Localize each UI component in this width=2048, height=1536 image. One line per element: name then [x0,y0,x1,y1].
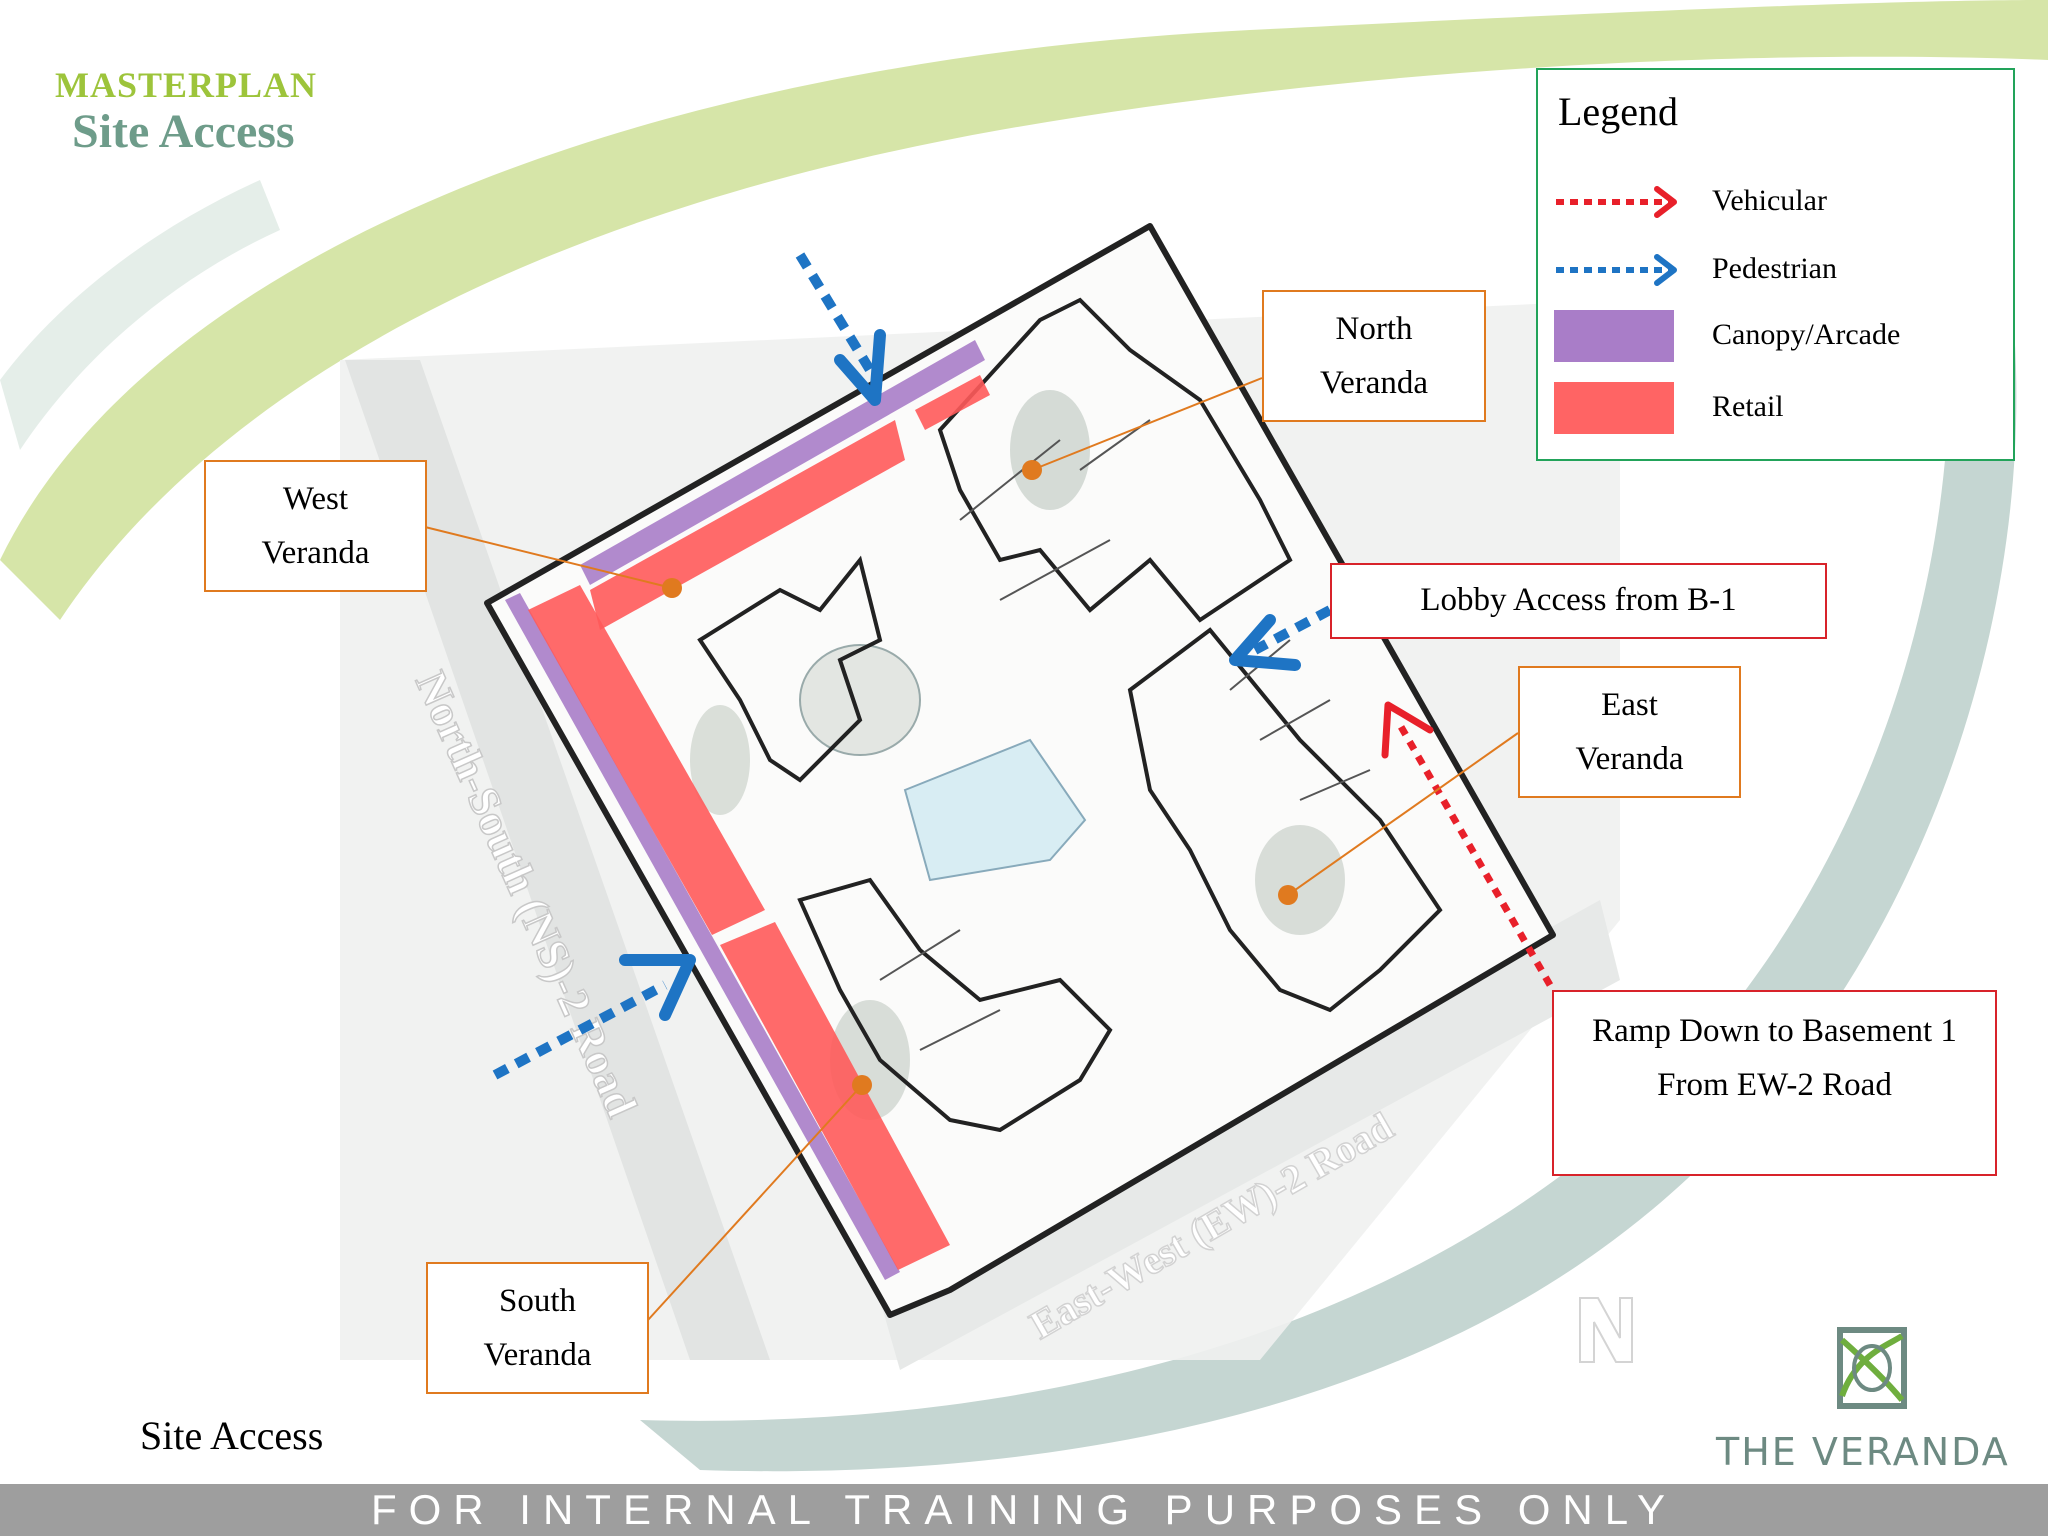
masterplan-label: MASTERPLAN [55,65,318,105]
vehicular-arrow-ramp [1381,701,1554,987]
legend-item-pedestrian: Pedestrian [1538,242,2013,298]
garden-2 [1255,825,1345,935]
callout-south-veranda: South Veranda [426,1262,649,1394]
retail-south [720,922,950,1270]
retail-west [528,585,765,935]
callout-north-line1: North [1335,311,1413,347]
green-swoosh [0,0,2048,620]
legend-title: Legend [1558,89,1678,134]
south-building [797,877,1113,1133]
ew-road-band [880,900,1620,1370]
leader-south [647,1075,872,1321]
page-title: Site Access [72,105,295,158]
legend-item-vehicular: Vehicular [1538,174,2013,230]
ns-road-band [345,360,770,1360]
legend-label-pedestrian: Pedestrian [1712,252,1837,285]
west-building [697,555,883,783]
north-arrow-mark [1579,1297,1633,1363]
footer-banner: FOR INTERNAL TRAINING PURPOSES ONLY [0,1484,2048,1536]
callout-west-line1: West [282,481,349,517]
brand-name: THE VERANDA [1716,1430,2010,1474]
retail-swatch [1554,382,1674,434]
leader-east [1278,732,1519,905]
bottom-caption: Site Access [140,1413,324,1458]
retail-north-small [915,375,990,430]
callout-east-line2: Veranda [1575,741,1684,777]
callout-ramp-line1: Ramp Down to Basement 1 [1592,1013,1957,1049]
callout-north-veranda: North Veranda [1262,290,1486,422]
legend-label-vehicular: Vehicular [1712,184,1827,217]
garden-4 [690,705,750,815]
callout-west-veranda: West Veranda [204,460,427,592]
legend-item-canopy: Canopy/Arcade [1538,308,2013,364]
courtyard-plaza [799,644,921,756]
canopy-north [580,340,985,585]
retail-north [590,420,905,630]
light-teal-band [0,180,280,450]
pedestrian-arrow-west [492,954,696,1080]
pedestrian-arrow-lobby [1229,605,1333,671]
legend-item-retail: Retail [1538,380,2013,436]
callout-east-line1: East [1601,687,1658,723]
canopy-west [505,593,900,1280]
callout-south-line1: South [498,1283,577,1319]
callout-ramp-down: Ramp Down to Basement 1 From EW-2 Road [1552,990,1997,1176]
east-building [1127,627,1443,1013]
callout-west-line2: Veranda [261,535,370,571]
leader-north [1022,377,1263,480]
garden-1 [1010,390,1090,510]
callout-lobby-text: Lobby Access from B-1 [1420,582,1737,618]
callout-east-veranda: East Veranda [1518,666,1741,798]
pedestrian-arrow-icon [1556,254,1677,286]
pedestrian-arrow-north [795,252,886,406]
canopy-swatch [1554,310,1674,362]
leader-west [424,526,682,598]
callout-north-line2: Veranda [1319,365,1429,401]
callout-ramp-line2: From EW-2 Road [1657,1067,1892,1103]
legend-label-retail: Retail [1712,390,1784,423]
brand-logo-icon [1837,1327,1907,1409]
north-building [937,297,1293,623]
vehicular-arrow-icon [1556,186,1677,218]
callout-south-line2: Veranda [483,1337,592,1373]
legend-label-canopy: Canopy/Arcade [1712,318,1901,351]
callout-lobby-access: Lobby Access from B-1 [1330,563,1827,639]
pool [903,738,1087,882]
legend: Legend Vehicular Pedestrian Canopy/Arcad… [1536,68,2015,461]
